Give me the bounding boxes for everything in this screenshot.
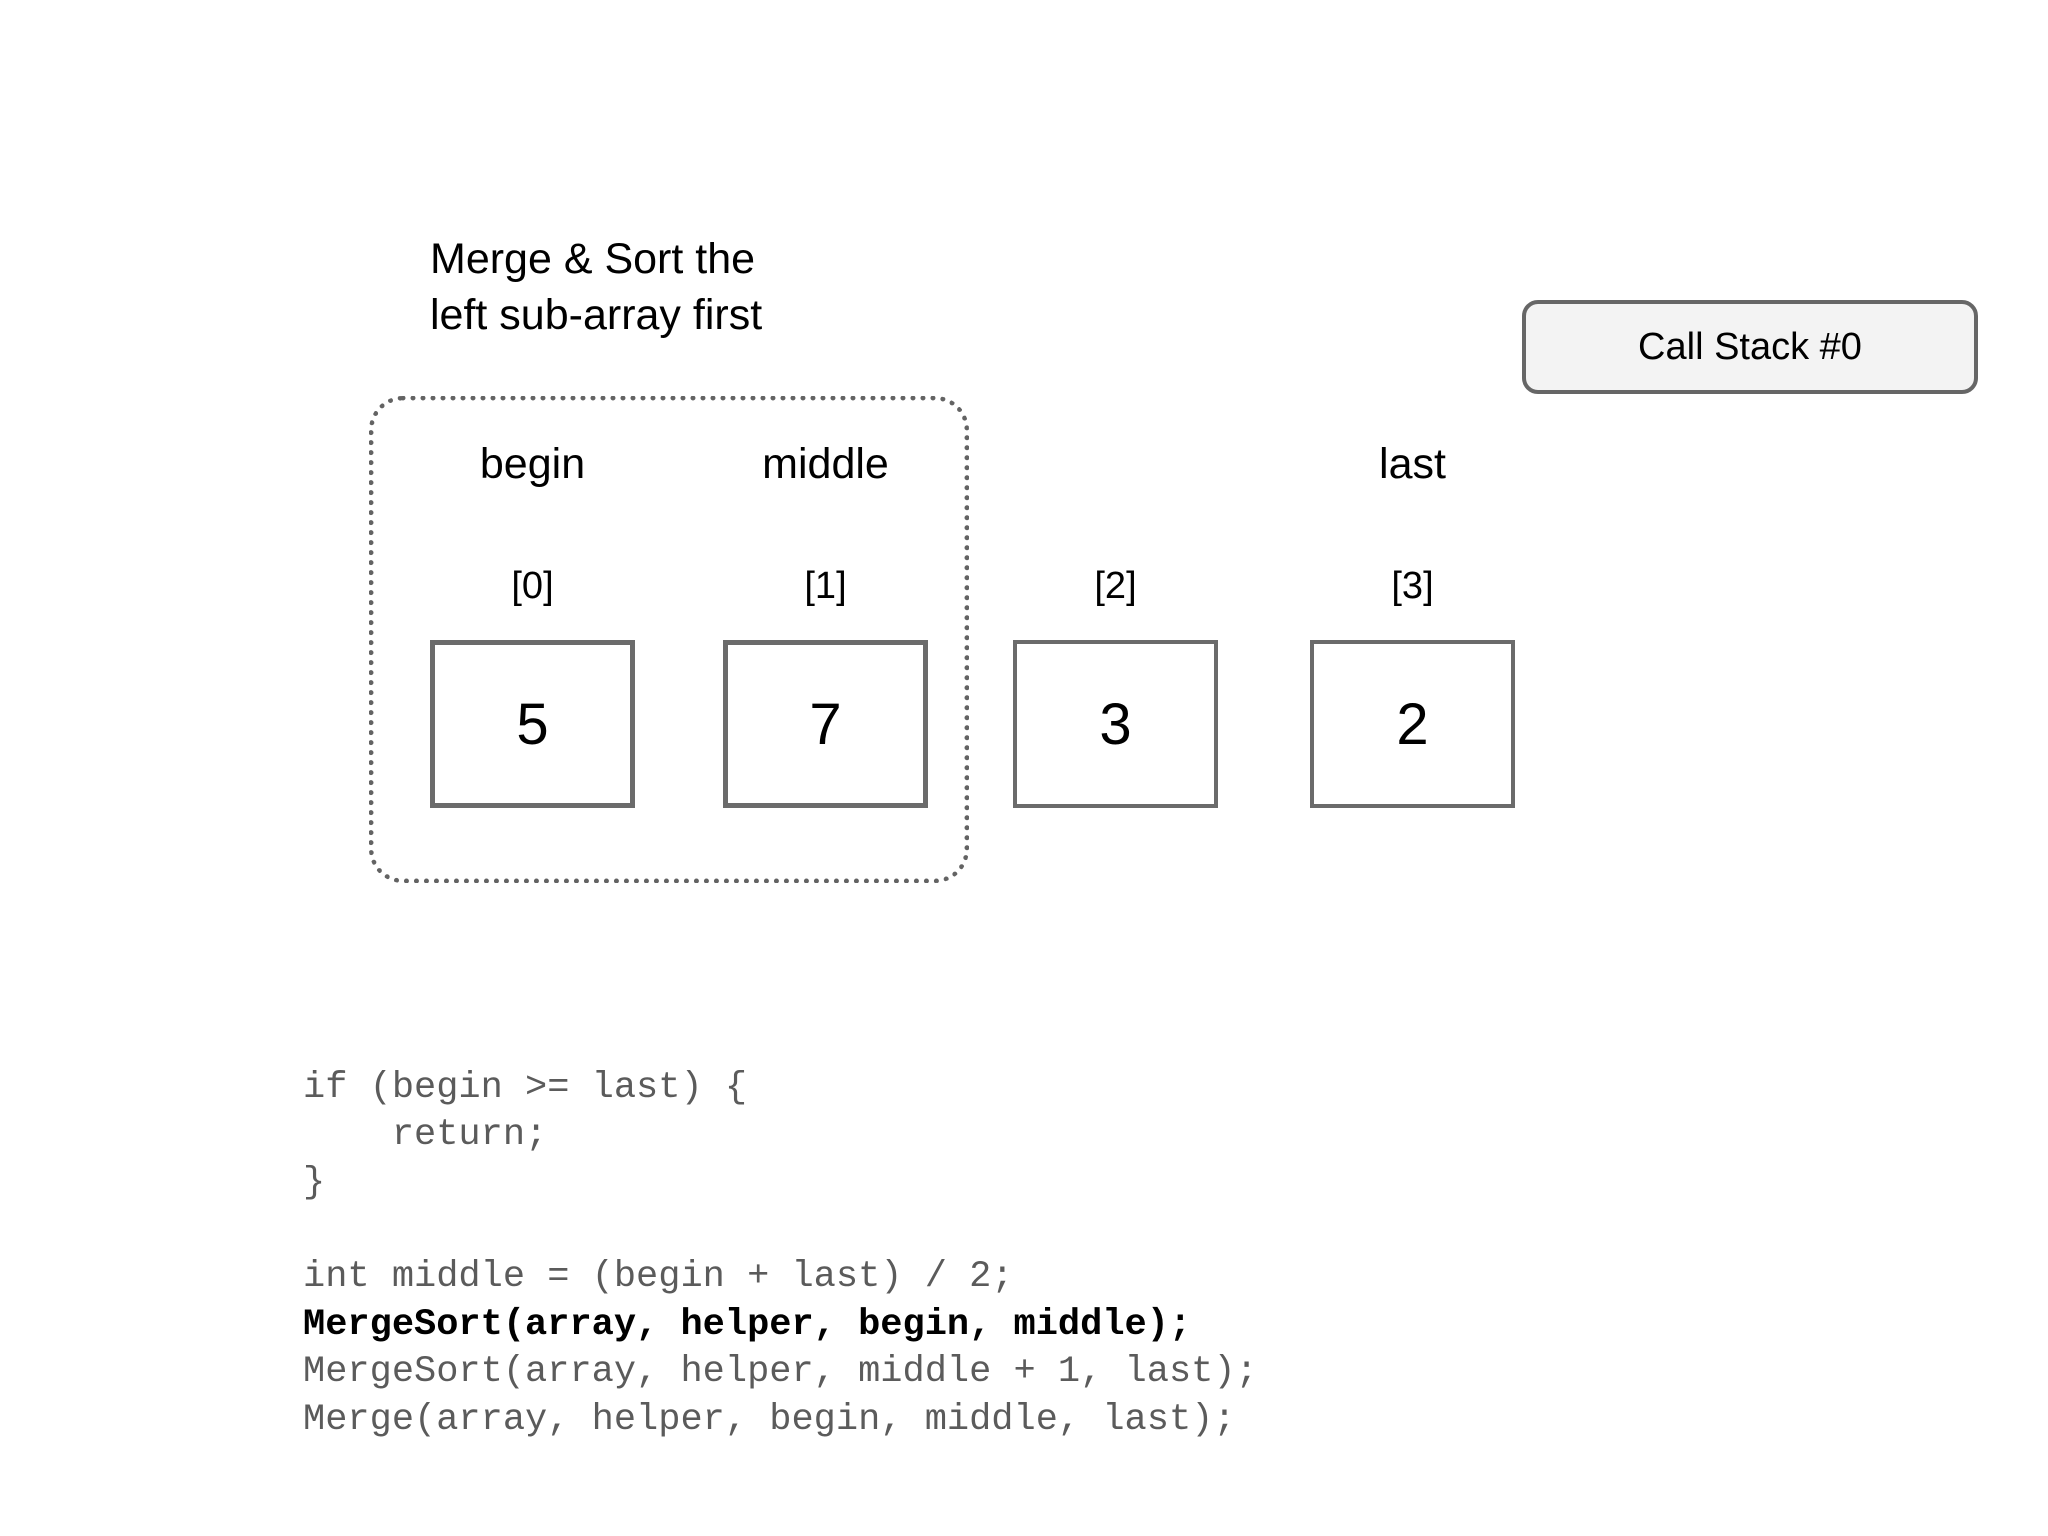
array-value-0[interactable]: 5 xyxy=(430,640,635,808)
pointer-label-begin: begin xyxy=(479,440,586,488)
code-block: if (begin >= last) { return;} int middle… xyxy=(303,1065,1258,1444)
left-subarray-selection-region xyxy=(369,396,969,883)
array-value-2[interactable]: 3 xyxy=(1013,640,1218,808)
code-line-3 xyxy=(303,1207,1258,1254)
title-line-1: Merge & Sort the xyxy=(430,235,756,283)
code-line-0: if (begin >= last) { xyxy=(303,1067,748,1109)
title-line-2: left sub-array first xyxy=(430,290,763,339)
code-line-4: int middle = (begin + last) / 2; xyxy=(303,1256,1014,1299)
pointer-label-last: last xyxy=(1379,440,1446,488)
code-line-2: } xyxy=(303,1161,326,1204)
array-index-0: [0] xyxy=(511,565,554,607)
call-stack-badge[interactable]: Call Stack #0 xyxy=(1522,300,1978,394)
page-title: Merge & Sort the left sub-array first xyxy=(430,232,762,344)
code-line-6: MergeSort(array, helper, middle + 1, las… xyxy=(303,1351,1258,1394)
call-stack-label: Call Stack #0 xyxy=(1638,325,1862,368)
code-line-1: return; xyxy=(303,1114,548,1157)
array-index-2: [2] xyxy=(1094,565,1137,607)
array-value-3[interactable]: 2 xyxy=(1310,640,1515,808)
pointer-label-none-2 xyxy=(1013,440,1218,490)
pointer-label-middle: middle xyxy=(762,440,889,488)
code-line-5: MergeSort(array, helper, begin, middle); xyxy=(303,1303,1192,1346)
array-index-3: [3] xyxy=(1391,565,1434,607)
code-line-7: Merge(array, helper, begin, middle, last… xyxy=(303,1398,1236,1441)
array-value-1[interactable]: 7 xyxy=(723,640,928,808)
array-index-1: [1] xyxy=(804,565,847,607)
